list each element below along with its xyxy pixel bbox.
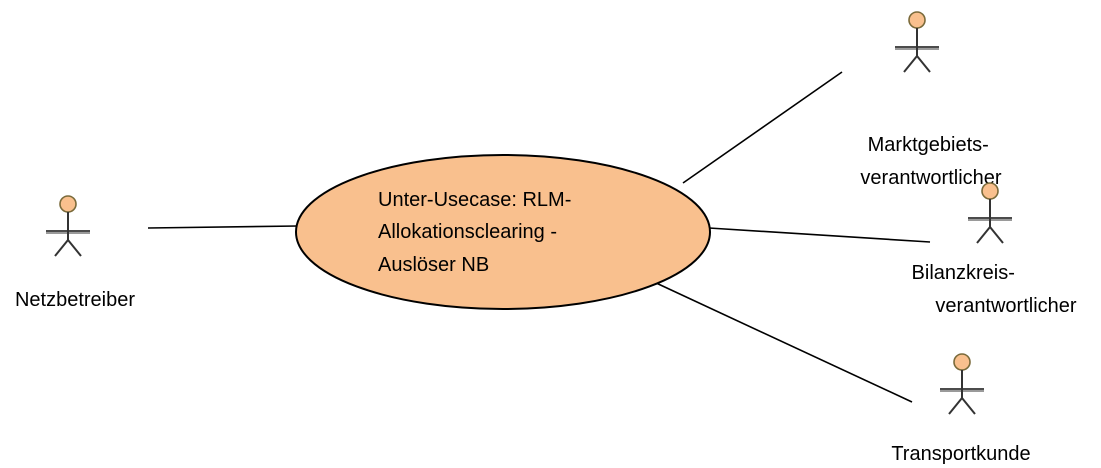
actor-bilanzkreis[interactable]: Bilanzkreis- verantwortlicher: [912, 182, 1077, 317]
association-transportkunde: [653, 281, 913, 403]
actor-bilanzkreis-label-line-2: verantwortlicher: [935, 295, 1077, 317]
actor-transportkunde[interactable]: Transportkunde: [891, 353, 1031, 465]
usecase-label-line-1: Unter-Usecase: RLM-: [378, 189, 571, 211]
actor-netzbetreiber[interactable]: Netzbetreiber: [15, 195, 135, 311]
actor-marktgebiet-label: Marktgebiets- verantwortlicher: [860, 134, 1002, 189]
actor-netzbetreiber-icon: [45, 195, 91, 257]
actor-transportkunde-label: Transportkunde: [891, 443, 1030, 465]
actor-netzbetreiber-label-line-1: Netzbetreiber: [15, 289, 135, 311]
actor-transportkunde-label-line-1: Transportkunde: [891, 443, 1030, 465]
usecase-label: Unter-Usecase: RLM- Allokationsclearing …: [378, 189, 577, 276]
actor-bilanzkreis-label-line-1: Bilanzkreis-: [912, 262, 1015, 284]
actor-transportkunde-icon: [939, 353, 985, 415]
association-marktgebiet: [682, 71, 843, 184]
actor-bilanzkreis-icon: [967, 182, 1013, 244]
actor-marktgebiet-label-line-1: Marktgebiets-: [868, 134, 989, 156]
association-netzbetreiber: [147, 225, 299, 229]
usecase-label-line-3: Auslöser NB: [378, 254, 489, 276]
actor-bilanzkreis-label: Bilanzkreis- verantwortlicher: [912, 262, 1077, 317]
actor-marktgebiet-label-line-2: verantwortlicher: [860, 167, 1002, 189]
actor-marktgebiet[interactable]: Marktgebiets- verantwortlicher: [860, 11, 1002, 189]
actor-marktgebiet-icon: [894, 11, 940, 73]
actor-netzbetreiber-label: Netzbetreiber: [15, 289, 135, 311]
usecase-label-line-2: Allokationsclearing -: [378, 221, 557, 243]
usecase-ellipse[interactable]: [295, 154, 711, 310]
association-bilanzkreis: [708, 227, 931, 243]
